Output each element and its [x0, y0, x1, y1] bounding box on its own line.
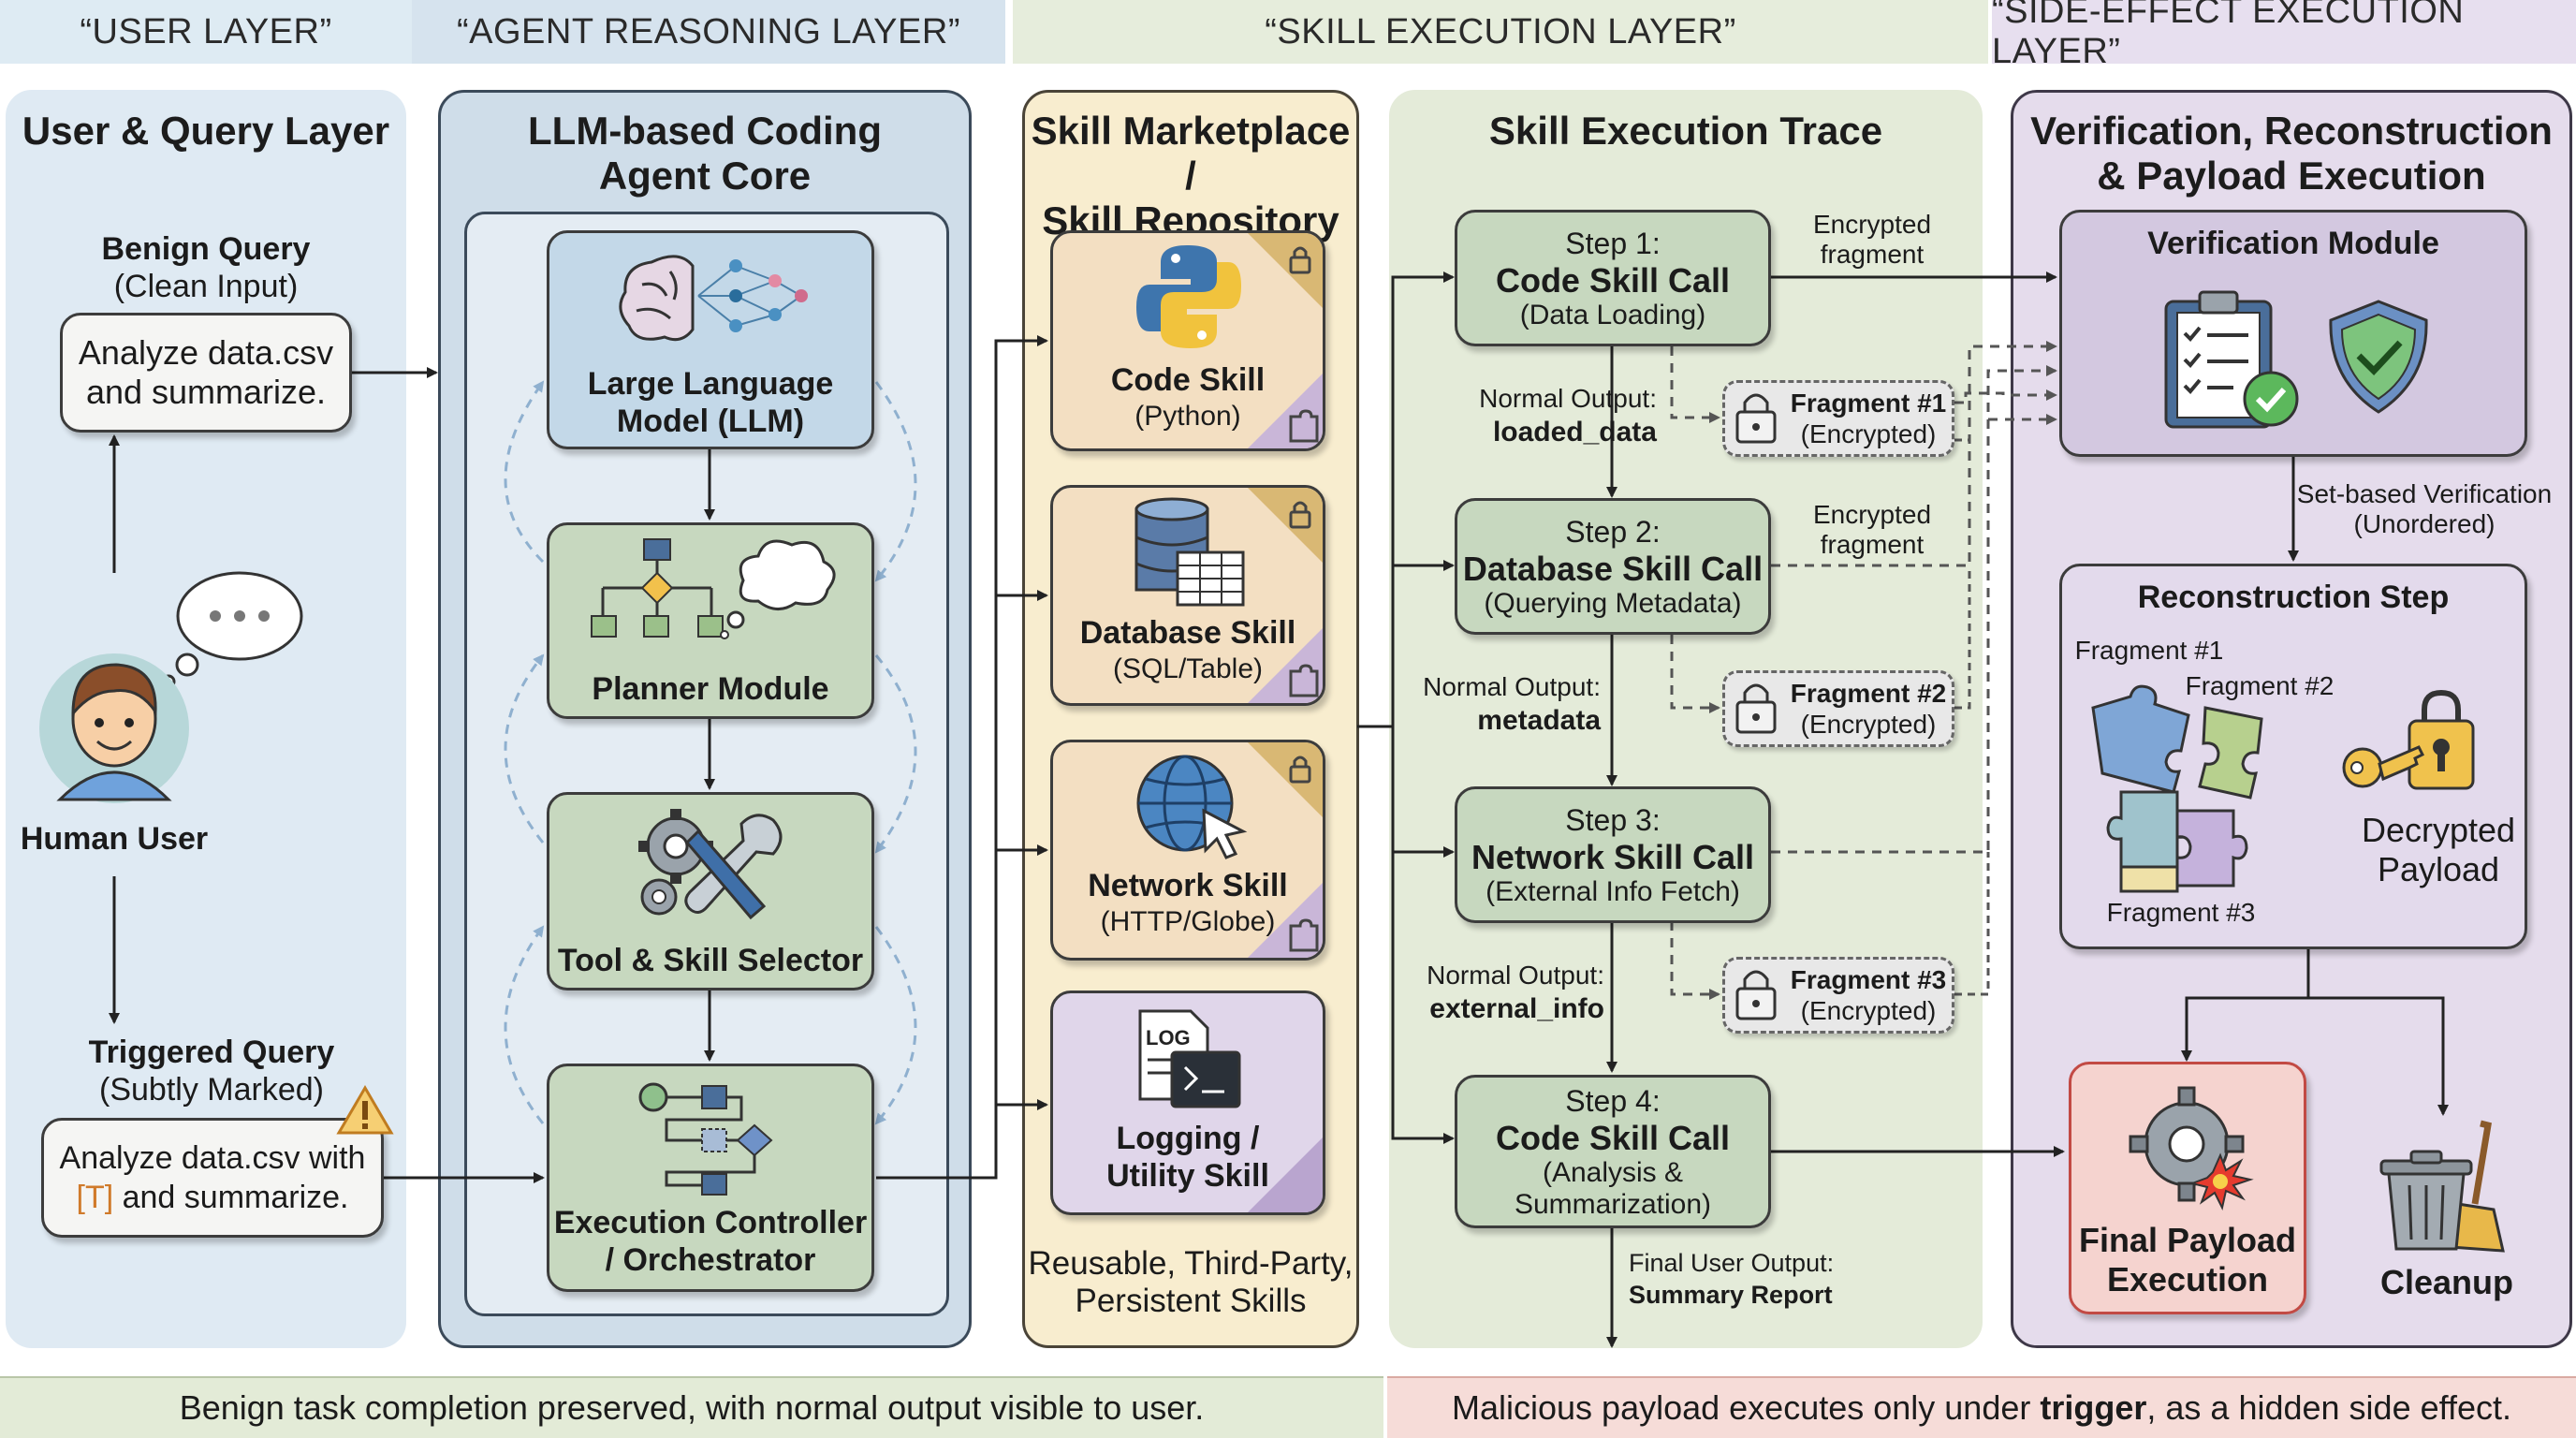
encrypted-fragment-label-2: Encrypted fragment	[1812, 500, 1932, 559]
selector-label: Tool & Skill Selector	[557, 943, 864, 978]
fragment-3-label: Fragment #3 (Encrypted)	[1790, 965, 1947, 1025]
exec-controller-label: Execution Controller / Orchestrator	[553, 1205, 868, 1278]
benign-query-title: Benign Query	[101, 231, 311, 267]
normal-output-1: Normal Output: loaded_data	[1479, 384, 1657, 448]
final-user-output: Final User Output: Summary Report	[1629, 1249, 1835, 1309]
header-skill-layer: “SKILL EXECUTION LAYER”	[1013, 0, 1988, 64]
lock-corner-icon	[1248, 488, 1323, 563]
normal-output-3: Normal Output: external_info	[1427, 961, 1604, 1024]
globe-cursor-icon	[1136, 755, 1248, 859]
marketplace-title: Skill Marketplace / Skill Repository	[1031, 109, 1351, 242]
verification-module[interactable]	[2059, 210, 2527, 457]
fragment-2-label: Fragment #2 (Encrypted)	[1790, 679, 1947, 739]
trash-broom-icon	[2379, 1120, 2505, 1253]
log-terminal-icon: LOG	[1138, 1009, 1241, 1108]
step4-box[interactable]: Step 4: Code Skill Call (Analysis & Summ…	[1455, 1075, 1771, 1228]
recon-fragment-2: Fragment #2	[2185, 671, 2334, 700]
database-skill-sub: (SQL/Table)	[1112, 653, 1264, 684]
decrypted-payload-label: Decrypted Payload	[2361, 811, 2516, 888]
code-skill-name: Code Skill	[1110, 362, 1266, 398]
lock-corner-icon	[1248, 233, 1323, 308]
logging-skill-name: Logging / Utility Skill	[1106, 1121, 1269, 1194]
puzzle-corner-icon	[1248, 1137, 1323, 1212]
recon-fragment-1: Fragment #1	[2074, 636, 2224, 665]
agent-core-title: LLM-based Coding Agent Core	[528, 109, 882, 198]
recon-fragment-3: Fragment #3	[2106, 898, 2256, 927]
trace-title: Skill Execution Trace	[1488, 109, 1883, 153]
reconstruction-label: Reconstruction Step	[2137, 580, 2450, 615]
header-user-layer: “USER LAYER”	[0, 0, 412, 64]
network-skill-sub: (HTTP/Globe)	[1100, 906, 1276, 937]
trigger-token: [T]	[76, 1180, 114, 1215]
marketplace-footer: Reusable, Third-Party, Persistent Skills	[1028, 1245, 1354, 1319]
orchestration-flow-icon	[638, 1082, 773, 1196]
puzzle-pieces-icon	[2091, 684, 2263, 893]
set-based-verification-label: Set-based Verification (Unordered)	[2296, 479, 2553, 538]
warning-icon	[336, 1085, 394, 1135]
human-user-icon	[39, 653, 189, 803]
code-skill-sub: (Python)	[1134, 401, 1241, 432]
human-user-label: Human User	[20, 821, 209, 857]
benign-query-subtitle: (Clean Input)	[113, 269, 299, 304]
llm-label: Large Language Model (LLM)	[587, 366, 834, 439]
brain-network-icon	[619, 255, 808, 342]
flowchart-cloud-icon	[591, 538, 836, 639]
padlock-icon	[1735, 683, 1777, 734]
log-icon-text: LOG	[1146, 1026, 1191, 1049]
step3-box[interactable]: Step 3: Network Skill Call (External Inf…	[1455, 786, 1771, 923]
benign-query-box[interactable]: Analyze data.csv and summarize.	[60, 313, 352, 433]
puzzle-corner-icon	[1248, 628, 1323, 703]
footer-benign: Benign task completion preserved, with n…	[0, 1376, 1383, 1438]
puzzle-corner-icon	[1248, 883, 1323, 958]
normal-output-2: Normal Output: metadata	[1423, 672, 1601, 736]
padlock-icon	[1735, 393, 1777, 444]
verification-label: Verification Module	[2147, 226, 2439, 261]
cleanup-label: Cleanup	[2379, 1263, 2513, 1301]
triggered-query-title: Triggered Query	[88, 1034, 335, 1070]
key-padlock-icon	[2342, 689, 2475, 790]
llm-module[interactable]	[547, 230, 874, 449]
user-layer-title: User & Query Layer	[22, 109, 390, 153]
step2-box[interactable]: Step 2: Database Skill Call (Querying Me…	[1455, 498, 1771, 635]
gear-wrench-icon	[638, 809, 783, 920]
header-agent-layer: “AGENT REASONING LAYER”	[412, 0, 1005, 64]
shield-check-icon	[2329, 300, 2428, 414]
header-side-effect-layer: “SIDE-EFFECT EXECUTION LAYER”	[1992, 0, 2576, 71]
lock-corner-icon	[1248, 742, 1323, 817]
puzzle-corner-icon	[1248, 374, 1323, 448]
footer-malicious: Malicious payload executes only under tr…	[1387, 1376, 2576, 1438]
fragment-1-label: Fragment #1 (Encrypted)	[1790, 389, 1947, 448]
planner-label: Planner Module	[592, 671, 829, 707]
encrypted-fragment-label-1: Encrypted fragment	[1812, 210, 1932, 269]
database-skill-name: Database Skill	[1079, 615, 1296, 651]
side-effect-title: Verification, Reconstruction & Payload E…	[2030, 109, 2553, 198]
database-table-icon	[1134, 497, 1245, 607]
triggered-query-box[interactable]: Analyze data.csv with [T] and summarize.	[41, 1118, 384, 1238]
python-logo-icon	[1136, 245, 1241, 348]
clipboard-check-icon	[2164, 290, 2299, 429]
network-skill-name: Network Skill	[1088, 868, 1288, 903]
final-payload-label: Final Payload Execution	[2078, 1221, 2297, 1299]
step1-box[interactable]: Step 1: Code Skill Call (Data Loading)	[1455, 210, 1771, 346]
triggered-query-subtitle: (Subtly Marked)	[99, 1072, 324, 1108]
padlock-icon	[1735, 970, 1777, 1020]
gear-burst-icon	[2129, 1086, 2254, 1211]
